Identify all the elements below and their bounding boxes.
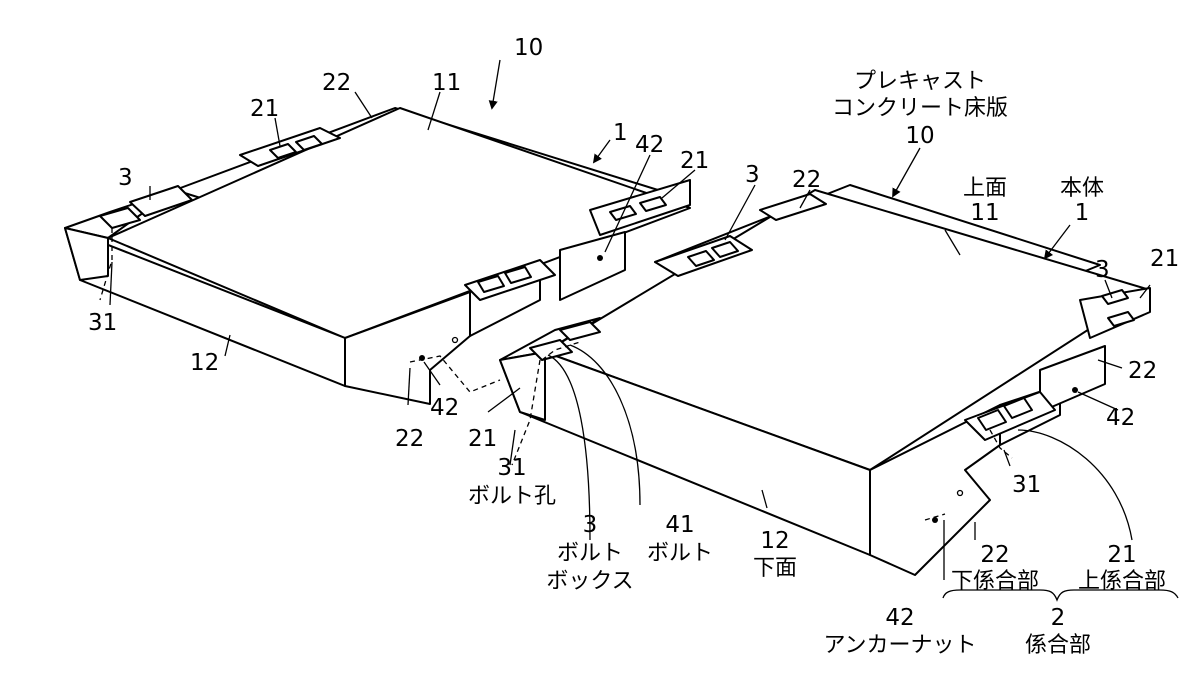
- label-bolt-hole: ボルト孔: [468, 484, 556, 509]
- label-22a: 22: [322, 70, 351, 96]
- label-3b: 3: [745, 162, 760, 188]
- label-12b: 12: [760, 528, 789, 554]
- label-bolt: ボルト: [647, 541, 713, 566]
- label-precast-line2: コンクリート床版: [832, 96, 1008, 121]
- label-31c: 31: [1012, 472, 1041, 498]
- label-22e: 22: [980, 542, 1009, 568]
- label-42d: 42: [885, 605, 914, 631]
- label-3a: 3: [118, 165, 133, 191]
- label-21a: 21: [250, 96, 279, 122]
- label-10a: 10: [514, 35, 543, 61]
- label-22b: 22: [395, 426, 424, 452]
- label-11b: 11: [970, 200, 999, 226]
- label-upper-engage: 上係合部: [1078, 569, 1166, 594]
- label-21e: 21: [1107, 542, 1136, 568]
- label-bolt-box-1: ボルト: [557, 541, 623, 566]
- label-12a: 12: [190, 350, 219, 376]
- label-22c: 22: [792, 167, 821, 193]
- label-anchor-nut: アンカーナット: [823, 633, 976, 658]
- label-41: 41: [665, 512, 694, 538]
- label-lower-face: 下面: [753, 556, 797, 581]
- label-21c: 21: [468, 426, 497, 452]
- right-end-side: [500, 352, 545, 420]
- label-22d: 22: [1128, 358, 1157, 384]
- label-3d: 3: [583, 512, 598, 538]
- label-engage: 係合部: [1025, 633, 1091, 658]
- label-1b: 1: [1075, 200, 1090, 226]
- label-31a: 31: [88, 310, 117, 336]
- label-3c: 3: [1095, 257, 1110, 283]
- anchor-nut-42d: [932, 517, 938, 523]
- anchor-nut-42c: [1072, 387, 1078, 393]
- label-10b: 10: [905, 123, 934, 149]
- label-2: 2: [1051, 605, 1066, 631]
- label-jomen: 上面: [963, 176, 1007, 201]
- label-42c: 42: [1106, 405, 1135, 431]
- label-21d: 21: [1150, 246, 1179, 272]
- label-lower-engage: 下係合部: [951, 569, 1039, 594]
- label-bolt-box-2: ボックス: [546, 569, 633, 594]
- label-precast-line1: プレキャスト: [854, 69, 986, 94]
- label-21b: 21: [680, 148, 709, 174]
- label-42a: 42: [635, 132, 664, 158]
- label-42b: 42: [430, 395, 459, 421]
- label-31b: 31: [497, 455, 526, 481]
- right-lower-engage-right: [1040, 346, 1105, 412]
- label-1a: 1: [613, 120, 628, 146]
- label-hontai: 本体: [1060, 176, 1104, 201]
- anchor-nut-42a: [597, 255, 603, 261]
- left-end-side: [65, 228, 108, 280]
- label-11a: 11: [432, 70, 461, 96]
